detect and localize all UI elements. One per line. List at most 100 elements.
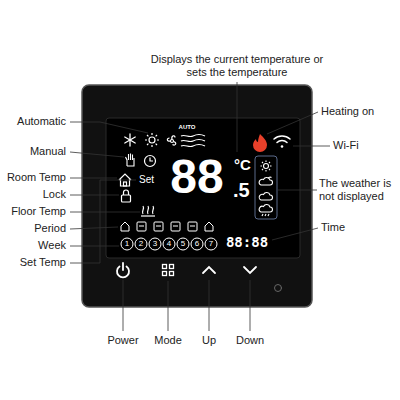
callout-label: Up xyxy=(202,334,216,347)
weather-icons xyxy=(268,177,272,178)
callout-label: Power xyxy=(107,334,138,347)
callout-label: Automatic xyxy=(17,115,66,128)
week-day-circles xyxy=(205,238,217,250)
week-day-circles xyxy=(149,238,161,250)
leader-lines xyxy=(272,228,318,240)
wind-icon xyxy=(181,135,205,147)
buttons xyxy=(170,272,174,276)
floor-heat-icon xyxy=(141,215,155,216)
wind-icon xyxy=(181,135,205,137)
display-mode-text: AUTO xyxy=(179,124,196,131)
manual-hand-icon xyxy=(126,154,135,167)
leader-lines xyxy=(70,82,330,331)
leader-lines xyxy=(70,178,117,179)
lock-icon xyxy=(122,195,131,202)
thermostat-panel xyxy=(106,118,300,258)
fan-icon xyxy=(167,136,175,145)
callout-label: Wi-Fi xyxy=(333,139,359,152)
leader-lines xyxy=(250,280,251,331)
weather-icons xyxy=(259,205,272,212)
period-icons xyxy=(139,226,195,227)
callout-label: Time xyxy=(321,221,345,234)
callout-label: Displays the current temperature or sets… xyxy=(142,53,332,79)
wifi-icon xyxy=(274,136,290,148)
heating-flame-icon xyxy=(253,134,267,152)
snowflake-icon xyxy=(125,134,135,146)
sun-icon xyxy=(145,133,159,147)
wind-icon xyxy=(181,145,205,147)
wind-icon xyxy=(181,140,205,142)
leader-lines xyxy=(70,212,140,213)
leader-lines xyxy=(70,122,148,133)
week-day-circles xyxy=(163,238,175,250)
time-digits: 88:88 xyxy=(226,234,268,251)
week-day-number: 2 xyxy=(139,239,143,249)
leader-lines xyxy=(278,190,317,191)
period-icons xyxy=(121,222,129,231)
week-day-circles xyxy=(177,238,189,250)
buttons xyxy=(117,263,282,292)
weather-icons xyxy=(261,161,272,172)
weather-icons xyxy=(259,193,272,200)
clock-icon xyxy=(145,156,156,167)
leader-lines xyxy=(70,246,119,247)
callout-label: Period xyxy=(34,222,66,235)
floor-heat-icon xyxy=(141,206,155,216)
callout-label: Mode xyxy=(154,334,182,347)
buttons xyxy=(163,265,167,269)
buttons xyxy=(244,267,256,273)
callout-label: Heating on xyxy=(321,105,374,118)
callout-label: Room Temp xyxy=(7,171,66,184)
lock-icon xyxy=(124,190,129,195)
week-day-number: 7 xyxy=(209,239,213,249)
buttons xyxy=(170,265,174,269)
leader-lines xyxy=(123,280,124,331)
week-day-circles xyxy=(121,238,217,250)
thermostat-panel xyxy=(82,85,312,307)
week-day-number: 3 xyxy=(153,239,157,249)
period-icons xyxy=(205,222,213,231)
wifi-icon xyxy=(274,136,290,139)
week-day-number: 4 xyxy=(167,239,171,249)
week-day-number: 6 xyxy=(195,239,199,249)
buttons xyxy=(203,267,215,273)
leader-lines xyxy=(293,146,330,147)
leader-lines xyxy=(70,152,124,157)
callout-label: Floor Temp xyxy=(11,205,66,218)
callout-label: Set Temp xyxy=(20,256,66,269)
leader-lines xyxy=(209,280,210,331)
callout-label: Lock xyxy=(43,188,66,201)
leader-lines xyxy=(70,227,118,229)
wifi-icon xyxy=(281,145,284,148)
weather-bracket xyxy=(255,156,277,219)
temperature-digits: 88 xyxy=(170,153,223,201)
leader-lines xyxy=(237,82,238,152)
buttons xyxy=(275,285,282,292)
temperature-unit: °C xyxy=(234,156,251,174)
manual-hand-icon xyxy=(126,154,135,167)
clock-icon xyxy=(145,156,156,167)
leader-lines xyxy=(70,195,119,196)
week-day-circles xyxy=(135,238,147,250)
buttons xyxy=(122,263,124,270)
sun-icon xyxy=(149,137,155,143)
callout-label: The weather is not displayed xyxy=(319,177,397,203)
temperature-decimal: .5 xyxy=(233,178,250,202)
callout-label: Down xyxy=(236,334,264,347)
week-day-number: 1 xyxy=(125,239,129,249)
snowflake-icon xyxy=(125,137,135,143)
fan-icon xyxy=(167,136,175,145)
period-icons xyxy=(121,222,213,231)
weather-icons xyxy=(259,178,272,185)
snowflake-icon xyxy=(125,137,135,143)
buttons xyxy=(163,272,167,276)
thermostat-panel xyxy=(82,85,312,307)
fan-icon xyxy=(171,140,174,143)
leader-lines xyxy=(267,112,318,134)
clock-icon xyxy=(150,158,153,162)
weather-bracket xyxy=(255,156,277,219)
week-day-circles xyxy=(121,238,133,250)
sun-icon xyxy=(145,133,159,147)
room-house-icon xyxy=(124,182,127,186)
